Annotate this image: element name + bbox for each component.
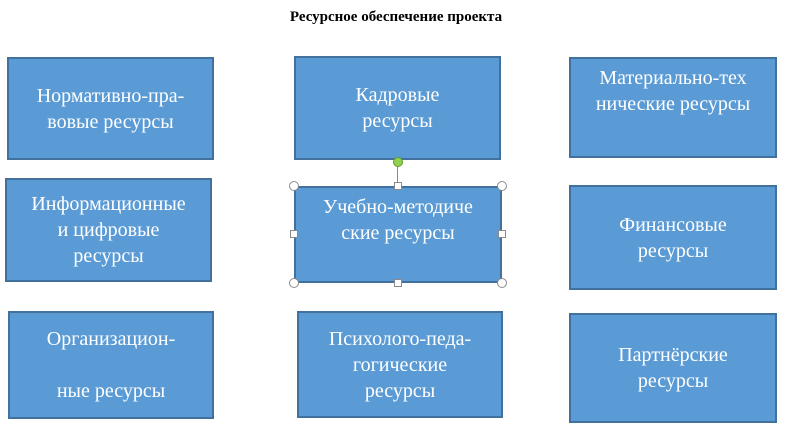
box-normative-label: Нормативно-пра- вовые ресурсы [36, 84, 185, 133]
resize-handle-bottom-right[interactable] [497, 278, 507, 288]
box-financial-resources[interactable]: Финансовые ресурсы [569, 185, 777, 290]
resize-handle-bottom-left[interactable] [289, 278, 299, 288]
box-educational-resources[interactable]: Учебно-методиче ские ресурсы [294, 186, 502, 283]
rotation-connector [397, 166, 398, 186]
box-psychological-label: Психолого-педа- гогические ресурсы [328, 327, 472, 402]
box-material-resources[interactable]: Материально-тех нические ресурсы [569, 57, 777, 158]
box-personnel-label: Кадровые ресурсы [355, 84, 440, 132]
box-normative-resources[interactable]: Нормативно-пра- вовые ресурсы [7, 57, 214, 160]
rotation-handle[interactable] [393, 157, 403, 167]
box-organizational-label: Организацион- ные ресурсы [46, 328, 176, 402]
box-organizational-resources[interactable]: Организацион- ные ресурсы [8, 311, 214, 419]
box-financial-label: Финансовые ресурсы [619, 213, 727, 262]
box-information-resources[interactable]: Информационные и цифровые ресурсы [5, 178, 212, 282]
resize-handle-top[interactable] [394, 182, 402, 190]
box-psychological-resources[interactable]: Психолого-педа- гогические ресурсы [297, 311, 503, 418]
box-educational-label: Учебно-методиче ские ресурсы [323, 196, 473, 244]
resize-handle-bottom[interactable] [394, 279, 402, 287]
resize-handle-top-left[interactable] [289, 181, 299, 191]
diagram-title: Ресурсное обеспечение проекта [289, 9, 503, 25]
resize-handle-right[interactable] [498, 230, 506, 238]
box-partner-label: Партнёрские ресурсы [618, 344, 728, 392]
box-material-label: Материально-тех нические ресурсы [595, 67, 751, 115]
box-partner-resources[interactable]: Партнёрские ресурсы [569, 313, 777, 423]
resize-handle-left[interactable] [290, 230, 298, 238]
box-personnel-resources[interactable]: Кадровые ресурсы [294, 56, 501, 160]
resize-handle-top-right[interactable] [497, 181, 507, 191]
box-information-label: Информационные и цифровые ресурсы [31, 193, 186, 267]
